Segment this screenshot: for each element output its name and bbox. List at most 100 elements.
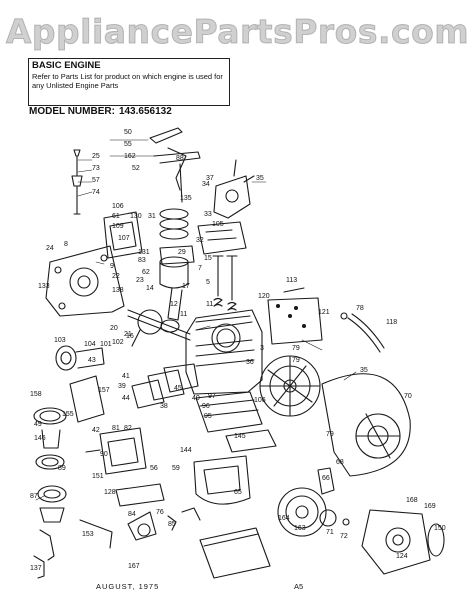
carburetor-air-box <box>33 375 105 425</box>
part-number-157: 157 <box>98 387 110 394</box>
part-number-162: 162 <box>124 153 136 160</box>
part-number-153: 153 <box>82 531 94 538</box>
part-number-79: 79 <box>292 357 300 364</box>
part-number-90: 90 <box>100 451 108 458</box>
part-number-50: 50 <box>124 129 132 136</box>
part-number-105: 105 <box>212 221 224 228</box>
part-number-107: 107 <box>118 235 130 242</box>
part-number-38: 38 <box>160 403 168 410</box>
part-number-135: 135 <box>180 195 192 202</box>
part-number-168: 168 <box>406 497 418 504</box>
part-number-95: 95 <box>204 413 212 420</box>
part-number-29: 29 <box>178 249 186 256</box>
part-number-22: 22 <box>112 273 120 280</box>
part-number-73: 73 <box>92 165 100 172</box>
throttle-linkage <box>115 483 201 541</box>
part-number-150: 150 <box>434 525 446 532</box>
part-number-41: 41 <box>122 373 130 380</box>
part-number-169: 169 <box>424 503 436 510</box>
part-number-72: 72 <box>340 533 348 540</box>
crankshaft <box>127 309 191 347</box>
part-number-138: 138 <box>112 287 124 294</box>
part-number-34: 34 <box>202 181 210 188</box>
part-number-155: 155 <box>62 411 74 418</box>
piston-assembly <box>159 256 189 333</box>
part-number-164: 164 <box>278 515 290 522</box>
part-number-62: 62 <box>142 269 150 276</box>
part-number-146: 146 <box>34 435 46 442</box>
intake-gaskets <box>131 363 199 409</box>
part-number-97: 97 <box>208 393 216 400</box>
part-number-163: 163 <box>294 525 306 532</box>
part-number-89: 89 <box>58 465 66 472</box>
part-number-101: 101 <box>100 341 112 348</box>
part-number-131: 131 <box>138 249 150 256</box>
part-number-118: 118 <box>386 319 397 326</box>
part-number-83: 83 <box>138 257 146 264</box>
starter-pulley <box>277 487 350 537</box>
breather-cover <box>103 211 143 259</box>
part-number-52: 52 <box>132 165 140 172</box>
watermark: AppliancePartsPros.com <box>5 12 470 52</box>
part-number-79: 79 <box>292 345 300 352</box>
part-number-14: 14 <box>146 285 154 292</box>
fuel-line <box>340 312 385 353</box>
engine-info-box: BASIC ENGINE Refer to Parts List for pro… <box>28 58 230 106</box>
part-number-16: 16 <box>126 333 134 340</box>
part-number-40: 40 <box>192 395 200 402</box>
part-number-74: 74 <box>92 189 100 196</box>
part-number-57: 57 <box>92 177 100 184</box>
part-number-68: 68 <box>336 459 344 466</box>
part-number-84: 84 <box>128 511 136 518</box>
model-number: MODEL NUMBER:143.656132 <box>29 106 176 117</box>
ignition-coil <box>193 455 335 505</box>
part-number-17: 17 <box>182 283 190 290</box>
part-number-158: 158 <box>30 391 42 398</box>
part-number-76: 76 <box>156 509 164 516</box>
part-number-106: 106 <box>254 397 266 404</box>
part-number-87: 87 <box>30 493 38 500</box>
part-number-145: 145 <box>234 433 246 440</box>
diagram-date: AUGUST, 1975 <box>96 582 160 591</box>
part-number-25: 25 <box>92 153 100 160</box>
part-number-71: 71 <box>326 529 334 536</box>
part-number-42: 42 <box>92 427 100 434</box>
owners-manual <box>199 527 271 579</box>
part-number-36: 36 <box>246 359 254 366</box>
part-number-12: 12 <box>170 301 178 308</box>
part-number-70: 70 <box>404 393 412 400</box>
part-number-35: 35 <box>256 175 264 182</box>
cylinder-head-rings <box>159 208 247 265</box>
part-number-106: 106 <box>112 203 124 210</box>
part-number-43: 43 <box>88 357 96 364</box>
part-number-15: 15 <box>204 255 212 262</box>
part-number-59: 59 <box>172 465 180 472</box>
part-number-49: 49 <box>34 421 42 428</box>
crankcase-cover <box>45 245 125 317</box>
part-number-31: 31 <box>148 213 156 220</box>
part-number-32: 32 <box>196 237 204 244</box>
part-number-9: 9 <box>110 263 114 270</box>
carburetor-bracket <box>213 159 255 219</box>
leader-lines <box>35 139 357 501</box>
page-code: A5 <box>294 582 304 591</box>
part-number-56: 56 <box>150 465 158 472</box>
part-number-20: 20 <box>110 325 118 332</box>
part-number-78: 78 <box>356 305 364 312</box>
breather-screw-set <box>71 149 83 215</box>
governor-rod-assembly <box>149 127 201 203</box>
part-number-120: 120 <box>258 293 270 300</box>
part-number-128: 128 <box>104 489 116 496</box>
part-number-137: 137 <box>30 565 42 572</box>
air-filter-element <box>55 345 105 371</box>
carburetor-body <box>85 427 147 475</box>
part-number-24: 24 <box>46 245 54 252</box>
muffler <box>267 287 323 345</box>
part-number-103: 103 <box>54 337 66 344</box>
part-number-113: 113 <box>286 277 297 284</box>
part-number-130: 130 <box>130 213 142 220</box>
part-number-5: 5 <box>206 279 210 286</box>
